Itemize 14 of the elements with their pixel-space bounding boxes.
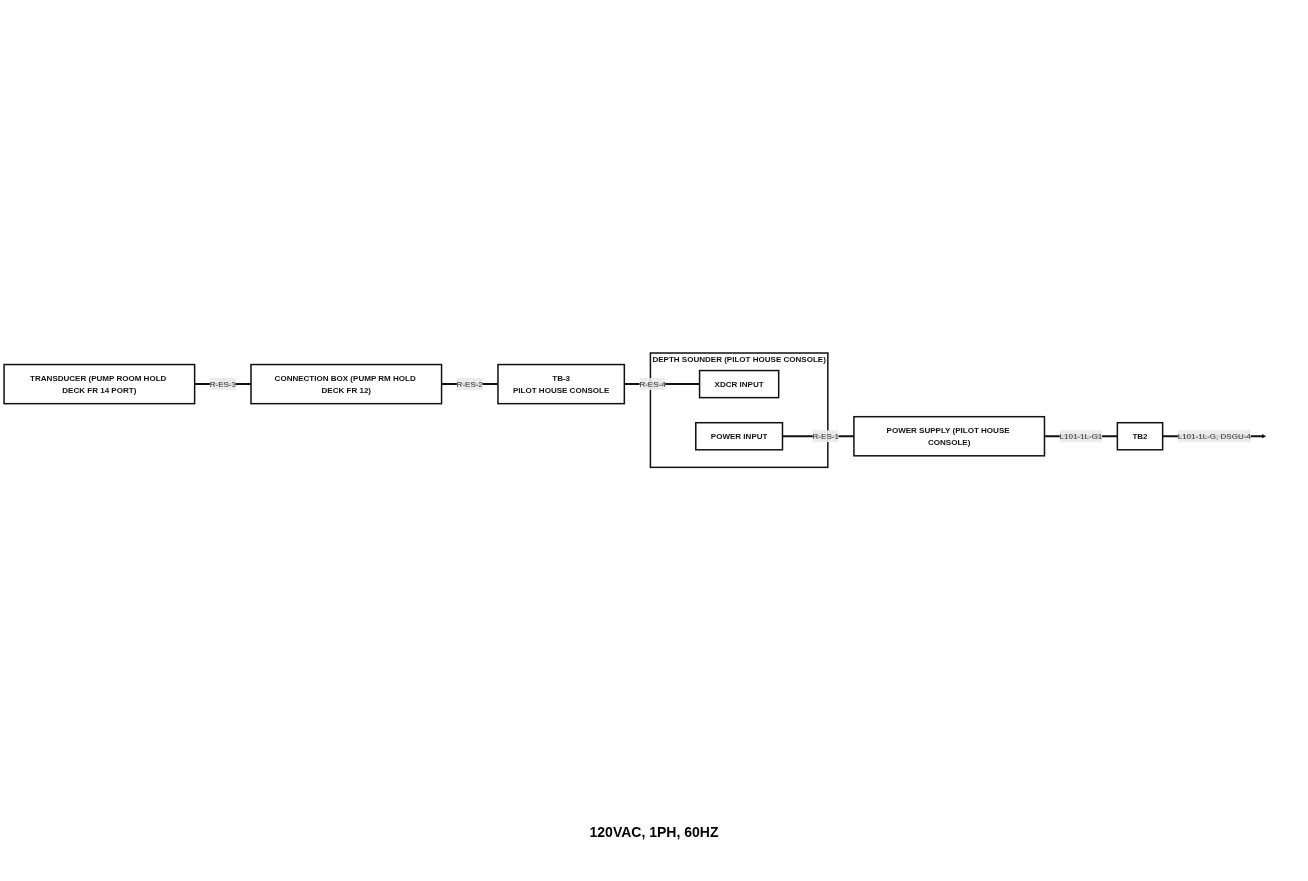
node-box: POWER INPUT [695, 421, 784, 451]
cable-spec-note: 120VAC, 1PH, 60HZ [589, 824, 719, 840]
edge-label: R-ES-1 [812, 431, 839, 441]
node-box: POWER SUPPLY (PILOT HOUSE CONSOLE) [853, 415, 1046, 457]
edge-label: L101-1L-G1 [1059, 431, 1103, 441]
edge-label: L101-1L-G, DSGU-4 [1177, 431, 1251, 441]
edge-label: R-ES-3 [209, 379, 236, 388]
edge-label: R-ES-4 [639, 379, 666, 388]
node-box: TB-3 PILOT HOUSE CONSOLE [497, 363, 626, 405]
node-box: TB2 [1116, 421, 1164, 451]
node-box: CONNECTION BOX (PUMP RM HOLD DECK FR 12) [250, 363, 443, 405]
node-box: TRANSDUCER (PUMP ROOM HOLD DECK FR 14 PORT) [3, 363, 196, 405]
node-box: XDCR INPUT [698, 369, 780, 399]
edge-label: R-ES-2 [456, 379, 483, 388]
